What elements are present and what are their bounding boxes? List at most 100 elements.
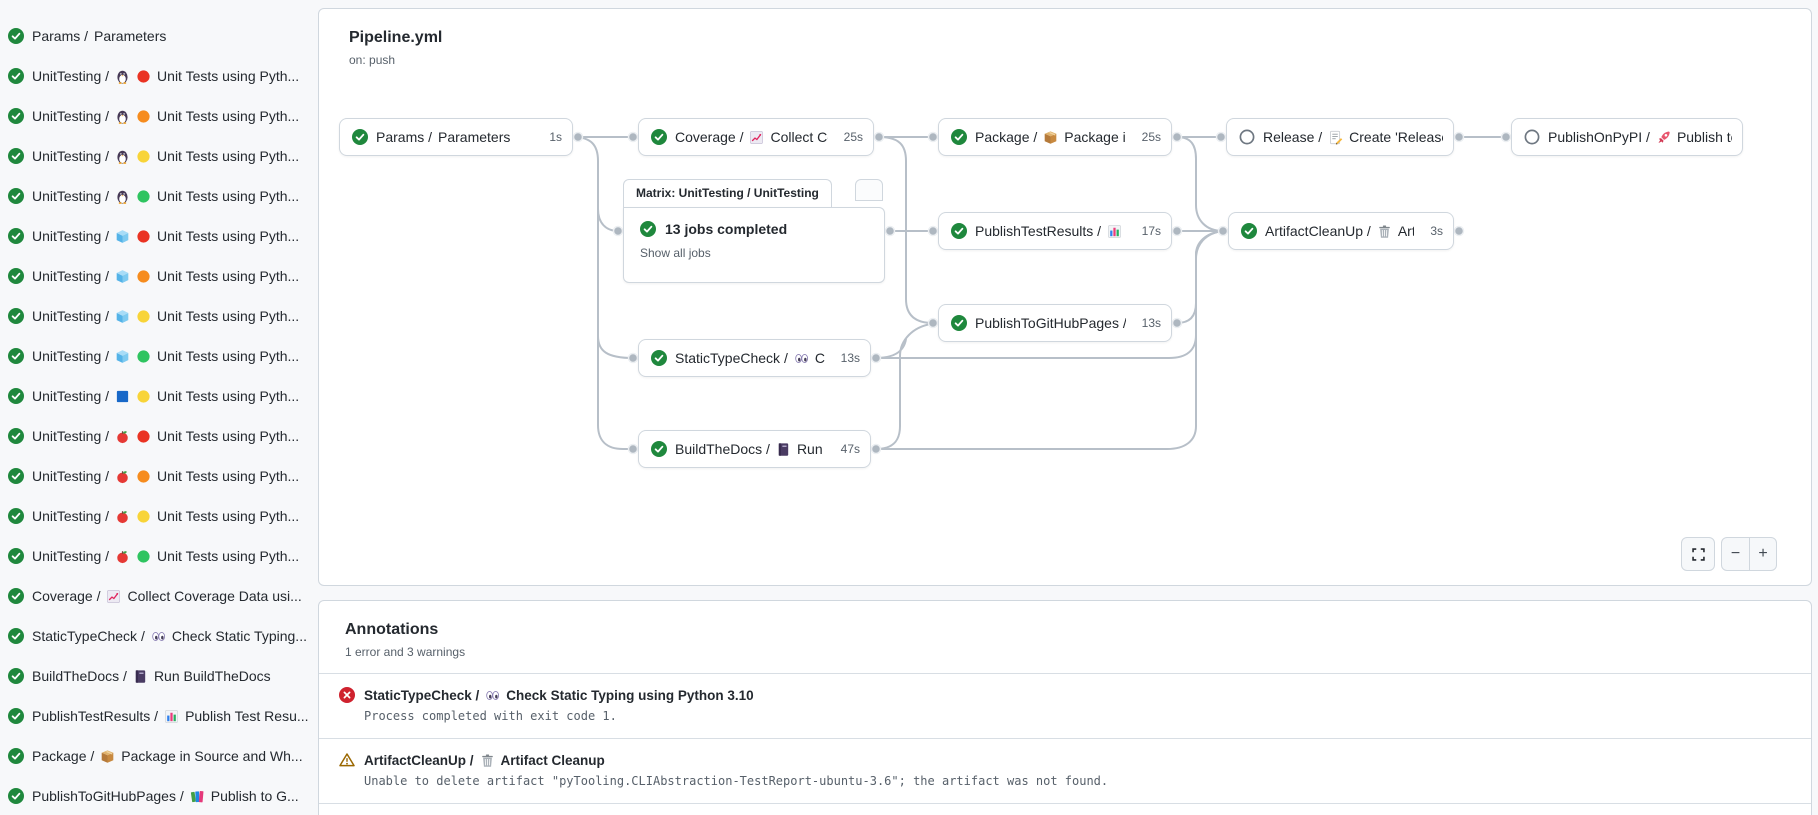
bar-chart-icon <box>164 709 179 724</box>
connector-dot-release-in <box>1215 131 1227 143</box>
pipeline-node-release[interactable]: Release /Create 'Release P... <box>1226 118 1454 156</box>
matrix-tab-label: Matrix: UnitTesting / UnitTesting <box>623 179 832 208</box>
circle-yellow-icon <box>136 309 151 324</box>
node-duration: 13s <box>1141 316 1161 330</box>
check-circle-icon <box>8 308 24 324</box>
sidebar-item-unittesting-4[interactable]: UnitTesting /Unit Tests using Pyth... <box>8 176 318 216</box>
check-circle-icon <box>352 129 368 145</box>
sidebar-item-unittesting-9[interactable]: UnitTesting /Unit Tests using Pyth... <box>8 376 318 416</box>
annotation-job: ArtifactCleanUp /Artifact Cleanup <box>364 753 605 768</box>
sidebar-item-unittesting-2[interactable]: UnitTesting /Unit Tests using Pyth... <box>8 96 318 136</box>
job-name: PublishTestResults / <box>32 708 159 724</box>
show-all-jobs-link[interactable]: Show all jobs <box>640 246 711 260</box>
job-name: BuildTheDocs / <box>32 668 127 684</box>
job-name: UnitTesting / <box>32 68 110 84</box>
job-name: UnitTesting / <box>32 188 110 204</box>
matrix-summary-text: 13 jobs completed <box>665 221 788 237</box>
sidebar-item-unittesting-1[interactable]: UnitTesting /Unit Tests using Pyth... <box>8 56 318 96</box>
sidebar-item-package-18[interactable]: Package /Package in Source and Wh... <box>8 736 318 776</box>
skipped-circle-icon <box>1239 129 1255 145</box>
job-label: Publish to G... <box>210 788 299 804</box>
job-label: Run BuildTheDocs <box>153 668 271 684</box>
connector-dot-release-out <box>1453 131 1465 143</box>
job-name: UnitTesting / <box>32 508 110 524</box>
pipeline-node-publishtogithubpages[interactable]: PublishToGitHubPages /... 13s <box>938 304 1172 342</box>
pipeline-node-buildthedocs[interactable]: BuildTheDocs /Run Buil...47s <box>638 430 871 468</box>
pipeline-node-package[interactable]: Package /Package in So...25s <box>938 118 1172 156</box>
pipeline-node-publishtestresults[interactable]: PublishTestResults /Pu...17s <box>938 212 1172 250</box>
annotation-job: StaticTypeCheck /Check Static Typing usi… <box>364 688 754 703</box>
sidebar-item-publishtestresults-17[interactable]: PublishTestResults /Publish Test Resu... <box>8 696 318 736</box>
sidebar-item-label: PublishToGitHubPages /Publish to G... <box>32 788 299 804</box>
connector-dot-package-out <box>1171 131 1183 143</box>
job-label: Publish to ... <box>1676 129 1732 145</box>
zoom-in-button[interactable]: + <box>1749 538 1776 570</box>
pipeline-node-coverage[interactable]: Coverage /Collect Cove...25s <box>638 118 874 156</box>
job-label: Unit Tests using Pyth... <box>157 348 300 364</box>
sidebar-item-label: UnitTesting /Unit Tests using Pyth... <box>32 148 299 164</box>
node-label: PublishToGitHubPages /... <box>975 315 1126 331</box>
eyes-icon <box>151 629 166 644</box>
sidebar-item-label: UnitTesting /Unit Tests using Pyth... <box>32 228 299 244</box>
windows-icon <box>115 389 130 404</box>
sidebar-item-label: UnitTesting /Unit Tests using Pyth... <box>32 508 299 524</box>
penguin-icon <box>115 69 130 84</box>
job-label: Check Static Typing using Python 3.10 <box>506 687 754 703</box>
connector-dot-coverage-in <box>627 131 639 143</box>
job-name: UnitTesting / <box>32 348 110 364</box>
cube-icon <box>115 349 130 364</box>
sidebar-item-unittesting-5[interactable]: UnitTesting /Unit Tests using Pyth... <box>8 216 318 256</box>
job-name: PublishOnPyPI / <box>1548 129 1650 145</box>
sidebar-item-unittesting-7[interactable]: UnitTesting /Unit Tests using Pyth... <box>8 296 318 336</box>
penguin-icon <box>115 189 130 204</box>
node-duration: 25s <box>843 130 863 144</box>
node-label: ArtifactCleanUp /Artifac... <box>1265 223 1414 239</box>
job-label: Unit Tests using Pyth... <box>157 308 300 324</box>
node-duration: 47s <box>840 442 860 456</box>
job-label: Parameters <box>94 28 167 44</box>
job-name: ArtifactCleanUp / <box>364 752 474 768</box>
check-circle-icon <box>8 388 24 404</box>
sidebar-item-unittesting-12[interactable]: UnitTesting /Unit Tests using Pyth... <box>8 496 318 536</box>
cube-icon <box>115 229 130 244</box>
sidebar-item-unittesting-13[interactable]: UnitTesting /Unit Tests using Pyth... <box>8 536 318 576</box>
node-label: PublishOnPyPI / Publish to ... <box>1548 129 1732 145</box>
sidebar-item-label: UnitTesting /Unit Tests using Pyth... <box>32 188 299 204</box>
zoom-out-button[interactable]: − <box>1730 545 1741 562</box>
sidebar-item-label: PublishTestResults /Publish Test Resu... <box>32 708 309 724</box>
sidebar-item-statictypecheck-15[interactable]: StaticTypeCheck /Check Static Typing... <box>8 616 318 656</box>
sidebar-item-buildthedocs-16[interactable]: BuildTheDocs / Run BuildTheDocs <box>8 656 318 696</box>
job-label: Collect Coverage Data usi... <box>127 588 302 604</box>
node-duration: 25s <box>1141 130 1161 144</box>
check-circle-icon <box>8 148 24 164</box>
connector-dot-buildthedocs-out <box>870 443 882 455</box>
sidebar-item-params-0[interactable]: Params /Parameters <box>8 16 318 56</box>
rocket-icon <box>1656 130 1671 145</box>
sidebar-item-unittesting-8[interactable]: UnitTesting / Unit Tests using Pyth... <box>8 336 318 376</box>
sidebar-item-unittesting-6[interactable]: UnitTesting /Unit Tests using Pyth... <box>8 256 318 296</box>
job-name: UnitTesting / <box>32 148 110 164</box>
job-label: Check Static Typing... <box>171 628 307 644</box>
sidebar-item-label: UnitTesting /Unit Tests using Pyth... <box>32 308 299 324</box>
penguin-icon <box>115 149 130 164</box>
annotation-title-link[interactable]: StaticTypeCheck /Check Static Typing usi… <box>339 687 1785 703</box>
job-label: Unit Tests using Pyth... <box>157 388 300 404</box>
connector-dot-publishtestresults-in <box>927 225 939 237</box>
sidebar-item-unittesting-11[interactable]: UnitTesting /Unit Tests using Pyth... <box>8 456 318 496</box>
connector-dot-publishtogithubpages-in <box>927 317 939 329</box>
sidebar-item-publishtogithubpages-19[interactable]: PublishToGitHubPages /Publish to G... <box>8 776 318 815</box>
annotations-subtitle: 1 error and 3 warnings <box>345 645 466 659</box>
annotation-title-link[interactable]: ArtifactCleanUp /Artifact Cleanup <box>339 752 1785 768</box>
node-duration: 13s <box>840 351 860 365</box>
sidebar-item-coverage-14[interactable]: Coverage /Collect Coverage Data usi... <box>8 576 318 616</box>
check-circle-icon <box>8 628 24 644</box>
sidebar-item-unittesting-3[interactable]: UnitTesting /Unit Tests using Pyth... <box>8 136 318 176</box>
fullscreen-button[interactable] <box>1681 537 1715 571</box>
pipeline-node-artifactcleanup[interactable]: ArtifactCleanUp /Artifac...3s <box>1228 212 1454 250</box>
pipeline-node-publishonpypi[interactable]: PublishOnPyPI / Publish to ... <box>1511 118 1743 156</box>
sidebar-item-unittesting-10[interactable]: UnitTesting /Unit Tests using Pyth... <box>8 416 318 456</box>
pipeline-node-statictypecheck[interactable]: StaticTypeCheck /Chec...13s <box>638 339 871 377</box>
